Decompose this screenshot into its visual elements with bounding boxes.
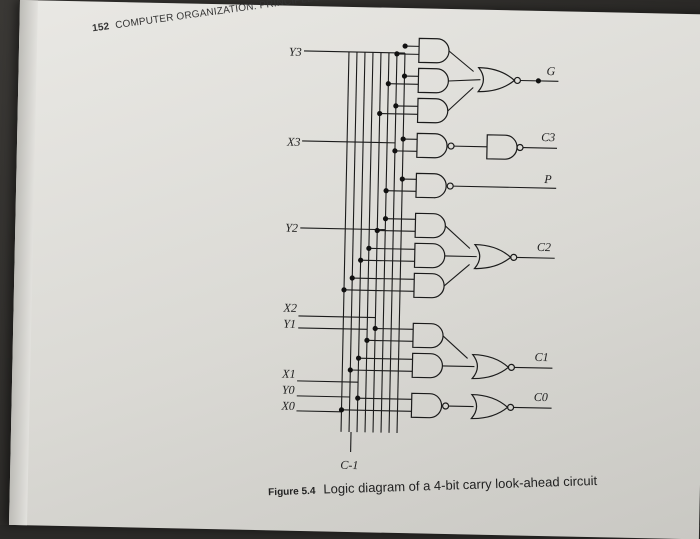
and-gate-8 (414, 273, 444, 298)
output-label-c0: C0 (534, 390, 548, 404)
input-label-x1: X1 (281, 367, 296, 381)
junction-dot (400, 176, 405, 181)
and-gate-4 (417, 133, 447, 158)
input-label-y2: Y2 (285, 221, 298, 235)
junction-dot (536, 78, 541, 83)
junction-dot (358, 258, 363, 263)
junction-dot (377, 111, 382, 116)
junction-dot (341, 287, 346, 292)
and-gate-1 (419, 38, 449, 63)
or-gate-c1 (472, 355, 508, 380)
junction-dot (394, 51, 399, 56)
junction-dot (350, 275, 355, 280)
output-label-c1: C1 (534, 350, 548, 364)
junction-dot (348, 367, 353, 372)
output-gates (471, 68, 524, 420)
inverter-bubble-1 (448, 143, 454, 149)
junction-dot (393, 103, 398, 108)
junction-dot (366, 246, 371, 251)
junction-dot (392, 148, 397, 153)
and-gate-c3 (487, 135, 517, 160)
junction-dot (383, 216, 388, 221)
or-gate-c2 (474, 245, 510, 270)
input-label-y1: Y1 (283, 317, 296, 331)
junction-dot (383, 188, 388, 193)
junction-dot (401, 136, 406, 141)
junction-dot (355, 396, 360, 401)
junction-dot (402, 43, 407, 48)
or-gate-c0 (471, 395, 507, 420)
junction-dot (402, 73, 407, 78)
and-gate-5 (416, 173, 446, 198)
and-gate-9 (413, 323, 443, 348)
and-gate-11 (411, 393, 441, 418)
or-gate-g (478, 68, 514, 93)
input-label-x2: X2 (282, 301, 297, 315)
output-label-p: P (543, 172, 552, 186)
input-label-x3: X3 (286, 135, 301, 149)
junction-dot (386, 81, 391, 86)
output-label-c3: C3 (541, 130, 555, 144)
and-gates (411, 38, 456, 418)
junction-dot (356, 356, 361, 361)
input-label-carry-in: C-1 (340, 458, 358, 472)
input-label-y0: Y0 (282, 383, 295, 397)
figure-label: Figure 5.4 (268, 486, 316, 498)
and-gate-6 (415, 213, 445, 238)
and-gate-10 (412, 353, 442, 378)
input-label-y3: Y3 (289, 45, 302, 59)
inverter-bubble-2 (447, 183, 453, 189)
input-buses (341, 52, 405, 453)
output-bubble-c3 (517, 144, 523, 150)
logic-diagram: Y3 X3 Y2 X2 Y1 X1 Y0 X0 C-1 (9, 0, 700, 539)
junction-dot (364, 338, 369, 343)
junction-dot (375, 228, 380, 233)
and-gate-2 (418, 68, 448, 93)
and-gate-3 (418, 98, 448, 123)
input-label-x0: X0 (280, 399, 295, 413)
and-gate-7 (414, 243, 444, 268)
output-label-c2: C2 (537, 240, 551, 254)
output-label-g: G (546, 64, 555, 78)
junction-dot (373, 326, 378, 331)
inverter-bubble-3 (443, 403, 449, 409)
